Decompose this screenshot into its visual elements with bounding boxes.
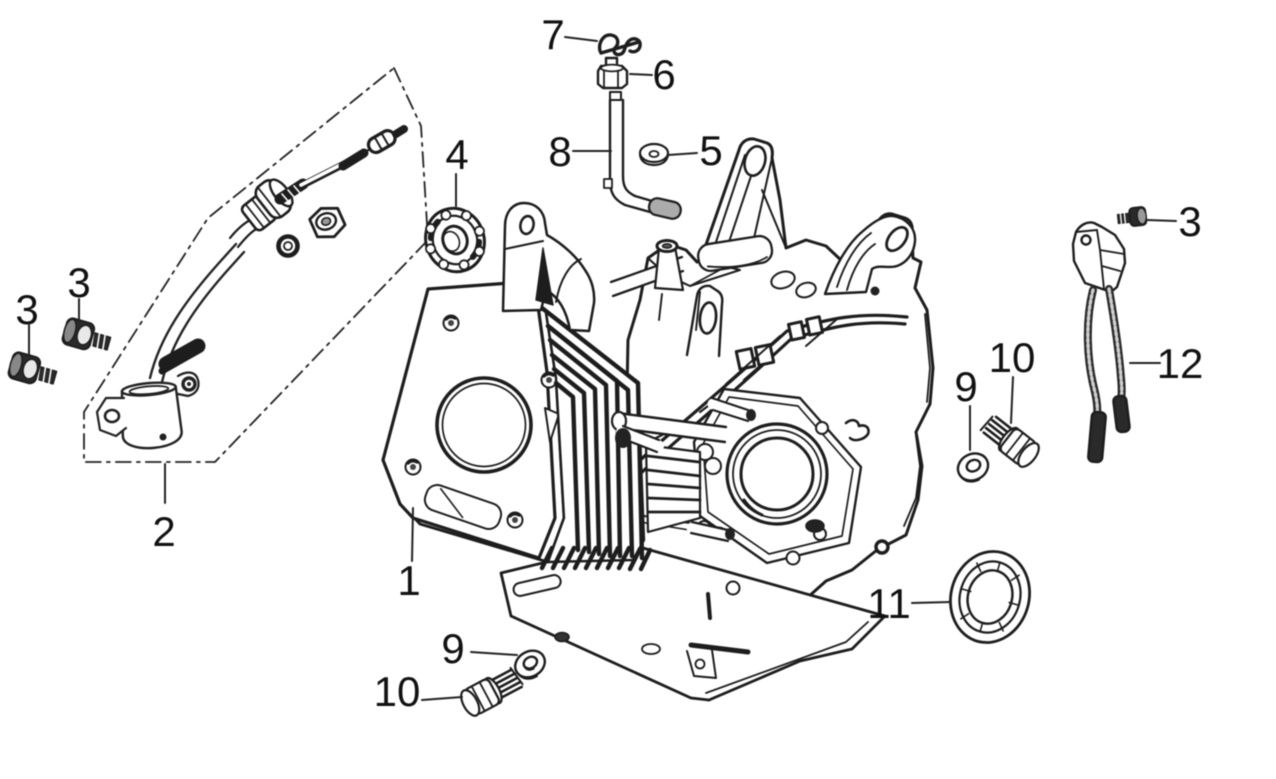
svg-text:1: 1 xyxy=(397,557,420,604)
svg-text:7: 7 xyxy=(541,11,564,58)
svg-text:10: 10 xyxy=(374,668,421,715)
svg-text:6: 6 xyxy=(652,51,675,98)
svg-text:9: 9 xyxy=(441,625,464,672)
svg-text:8: 8 xyxy=(548,128,571,175)
svg-text:5: 5 xyxy=(699,127,722,174)
svg-text:3: 3 xyxy=(15,286,38,333)
svg-text:9: 9 xyxy=(954,363,977,410)
svg-text:12: 12 xyxy=(1157,340,1204,387)
svg-text:3: 3 xyxy=(1178,198,1201,245)
svg-text:4: 4 xyxy=(445,131,468,178)
svg-text:3: 3 xyxy=(67,259,90,306)
svg-text:2: 2 xyxy=(152,508,175,555)
svg-text:10: 10 xyxy=(989,334,1036,381)
svg-text:11: 11 xyxy=(867,580,911,627)
